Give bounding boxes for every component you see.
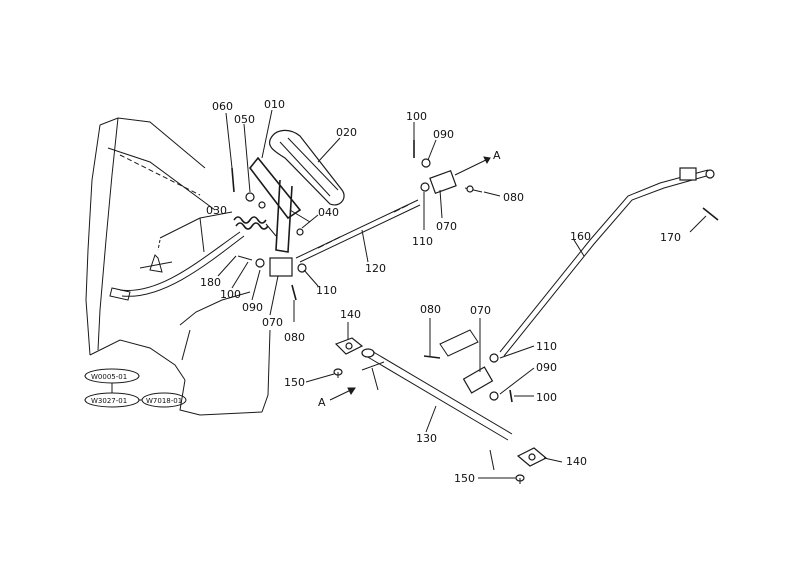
label-110-top: 110 — [412, 235, 433, 248]
label-130: 130 — [416, 432, 437, 445]
rod-120 — [295, 199, 421, 263]
part-labels: 010 020 030 040 050 060 180 100 090 070 … — [200, 98, 681, 485]
bolt-150-upper — [333, 368, 343, 378]
cable-180 — [109, 231, 245, 301]
pin-170 — [702, 207, 719, 221]
label-090-left: 090 — [242, 301, 263, 314]
label-180: 180 — [200, 276, 221, 289]
label-100-lower: 100 — [536, 391, 557, 404]
label-040: 040 — [318, 206, 339, 219]
label-070-left: 070 — [262, 316, 283, 329]
label-120: 120 — [365, 262, 386, 275]
lower-clevis — [423, 329, 513, 403]
pedal-hardware — [231, 167, 304, 301]
ref-tag-w7018: W7018-01 — [146, 397, 182, 405]
cross-shaft-130 — [361, 348, 513, 441]
label-070-top: 070 — [436, 220, 457, 233]
label-080-left: 080 — [284, 331, 305, 344]
bracket-140-upper — [334, 337, 364, 355]
bracket-140-lower — [489, 447, 548, 471]
label-030: 030 — [206, 204, 227, 217]
label-160: 160 — [570, 230, 591, 243]
label-100-left: 100 — [220, 288, 241, 301]
pedal-assembly — [248, 129, 345, 277]
ref-tag-w3027: W3027-01 — [91, 397, 127, 405]
ref-tag-w0005: W0005-01 — [91, 373, 127, 381]
label-080-lower: 080 — [420, 303, 441, 316]
label-arrow-a-bottom: A — [318, 396, 326, 409]
label-100-top: 100 — [406, 110, 427, 123]
label-090-top: 090 — [433, 128, 454, 141]
leader-lines — [159, 109, 707, 479]
label-140-lower: 140 — [566, 455, 587, 468]
linkage-rod-160 — [499, 167, 715, 357]
label-arrow-a-top: A — [493, 149, 501, 162]
label-010: 010 — [264, 98, 285, 111]
bolt-150-lower — [515, 474, 525, 484]
label-140-upper: 140 — [340, 308, 361, 321]
reference-tags: W0005-01 W3027-01 W7018-01 — [84, 368, 187, 408]
label-060: 060 — [212, 100, 233, 113]
label-110-left: 110 — [316, 284, 337, 297]
spring-030 — [233, 216, 277, 237]
label-150-lower: 150 — [454, 472, 475, 485]
label-020: 020 — [336, 126, 357, 139]
body-panel — [85, 117, 271, 416]
label-090-lower: 090 — [536, 361, 557, 374]
label-110-lower: 110 — [536, 340, 557, 353]
label-050: 050 — [234, 113, 255, 126]
label-080-top: 080 — [503, 191, 524, 204]
label-170: 170 — [660, 231, 681, 244]
upper-clevis — [413, 140, 491, 195]
label-150-upper: 150 — [284, 376, 305, 389]
label-070-lower: 070 — [470, 304, 491, 317]
